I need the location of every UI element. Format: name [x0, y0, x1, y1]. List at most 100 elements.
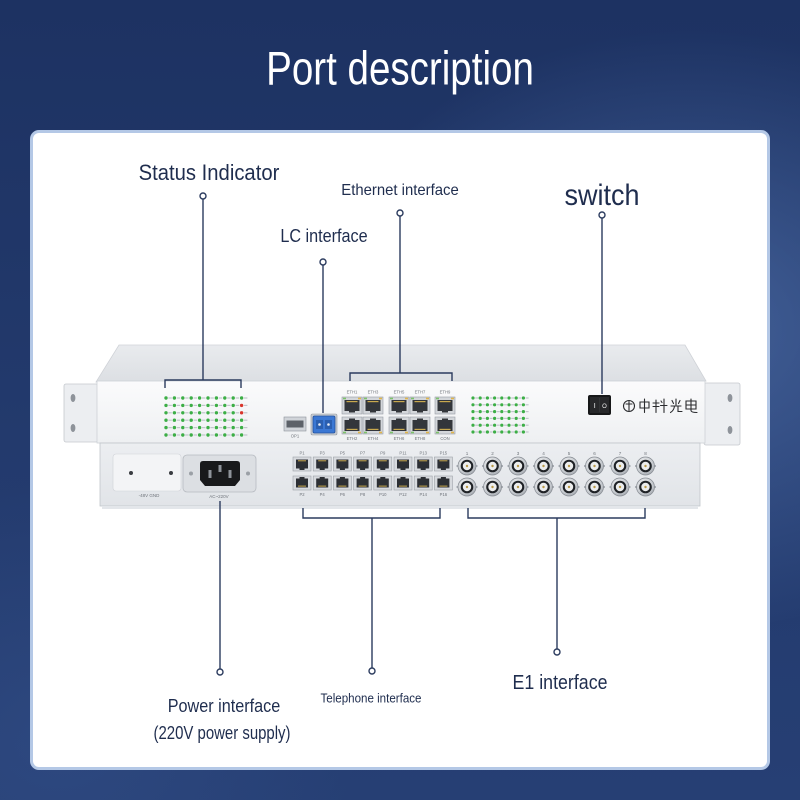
e1-port-number: 1 — [466, 451, 469, 456]
ethernet-port-label: ETH1 — [347, 390, 358, 395]
e1-port-number: 3 — [517, 451, 520, 456]
status-led — [223, 403, 227, 408]
status-led-marking — [511, 411, 515, 413]
status-led-marking — [193, 397, 197, 399]
ethernet-port-cavity — [412, 420, 428, 431]
bnc-bayonet-lug — [507, 465, 510, 467]
status-led-marking — [518, 417, 522, 419]
status-led — [181, 403, 185, 408]
ethernet-port — [341, 396, 363, 415]
telephone-port-cavity — [437, 478, 450, 488]
ethernet-link-led — [343, 397, 346, 400]
bnc-center-pin — [644, 485, 647, 489]
bnc-bayonet-lug — [603, 486, 605, 488]
status-led-marking — [193, 404, 197, 406]
status-led-marking — [235, 404, 239, 406]
status-indicator-label: Status Indicator — [138, 160, 280, 185]
ac-power-socket: AC~220V — [182, 454, 257, 499]
status-led — [514, 403, 518, 407]
status-led-marking — [218, 404, 223, 406]
status-led-marking — [218, 427, 223, 429]
status-led — [478, 423, 482, 427]
status-led — [471, 423, 475, 427]
status-led — [500, 396, 504, 400]
ethernet-port-cavity — [437, 400, 453, 411]
status-led-marking — [235, 434, 239, 436]
status-led — [239, 396, 244, 400]
status-led-marking — [482, 431, 486, 433]
telephone-port-label: P5 — [340, 451, 346, 456]
ethernet-port-label: CON — [440, 436, 449, 441]
status-led — [500, 430, 504, 434]
telephone-port-pins — [439, 485, 448, 487]
status-led — [172, 425, 177, 430]
ethernet-port-label: ETH4 — [368, 436, 379, 441]
telephone-port-notch — [299, 468, 305, 470]
telephone-port-notch — [400, 477, 406, 479]
ac-input-label: AC~220V — [209, 494, 228, 499]
bnc-bayonet-lug — [482, 465, 484, 467]
telephone-port-label: P9 — [380, 451, 386, 456]
status-led-marking — [489, 404, 493, 406]
rack-ear-hole — [727, 426, 733, 434]
telephone-port — [373, 456, 393, 472]
telephone-port — [312, 475, 332, 491]
telephone-port-notch — [319, 468, 325, 470]
status-led-marking — [504, 397, 507, 399]
status-led — [181, 425, 185, 430]
status-led-marking — [235, 397, 239, 399]
bnc-center-pin — [542, 464, 545, 468]
status-led — [214, 418, 219, 422]
status-led-marking — [168, 427, 172, 429]
rack-ear-hole — [727, 394, 733, 402]
telephone-port — [292, 475, 312, 491]
bnc-center-pin — [465, 464, 469, 468]
ethernet-port-cavity — [391, 420, 407, 431]
status-led-marking — [227, 404, 231, 406]
lc-connector — [310, 413, 338, 436]
brand-logo — [622, 398, 698, 414]
status-led — [214, 433, 219, 437]
telephone-port-cavity — [316, 478, 329, 488]
status-led-marking — [475, 404, 479, 406]
ethernet-port-pins — [393, 428, 405, 430]
status-led — [181, 396, 185, 400]
status-led-marking — [525, 417, 529, 419]
e1-bnc-connector — [507, 456, 529, 476]
bnc-bayonet-lug — [533, 465, 535, 467]
telephone-port-pins — [298, 485, 306, 487]
status-led-marking — [489, 424, 493, 426]
status-led — [189, 403, 193, 408]
status-led-marking — [511, 397, 515, 399]
status-led — [478, 416, 482, 420]
ethernet-port-notch — [370, 418, 376, 421]
status-led — [206, 433, 210, 437]
telephone-port — [312, 456, 332, 472]
status-led-marking — [475, 417, 479, 419]
ethernet-link-led — [364, 431, 367, 434]
logo-glyph — [652, 398, 668, 414]
status-led-marking — [185, 404, 189, 406]
status-led-marking — [525, 404, 529, 406]
ethernet-interface-bracket — [349, 372, 453, 381]
status-led — [507, 396, 511, 400]
status-led — [197, 411, 202, 415]
ethernet-link-led — [343, 431, 346, 434]
status-led-marking — [168, 412, 172, 414]
telephone-port — [393, 475, 413, 491]
bnc-bayonet-lug — [603, 465, 605, 467]
telephone-port — [333, 475, 352, 491]
e1-bnc-connector — [456, 477, 478, 497]
status-led-marking — [496, 397, 500, 399]
telephone-interface-bracket — [302, 508, 441, 519]
status-led — [231, 396, 235, 400]
status-led-marking — [504, 417, 507, 419]
bnc-center-pin — [542, 485, 545, 489]
sfp-port: OP1 — [283, 416, 307, 439]
status-led — [485, 410, 489, 414]
e1-interface-label: E1 interface — [512, 672, 608, 694]
status-led-marking — [210, 434, 214, 436]
telephone-port-notch — [339, 468, 345, 470]
status-led — [206, 418, 210, 422]
